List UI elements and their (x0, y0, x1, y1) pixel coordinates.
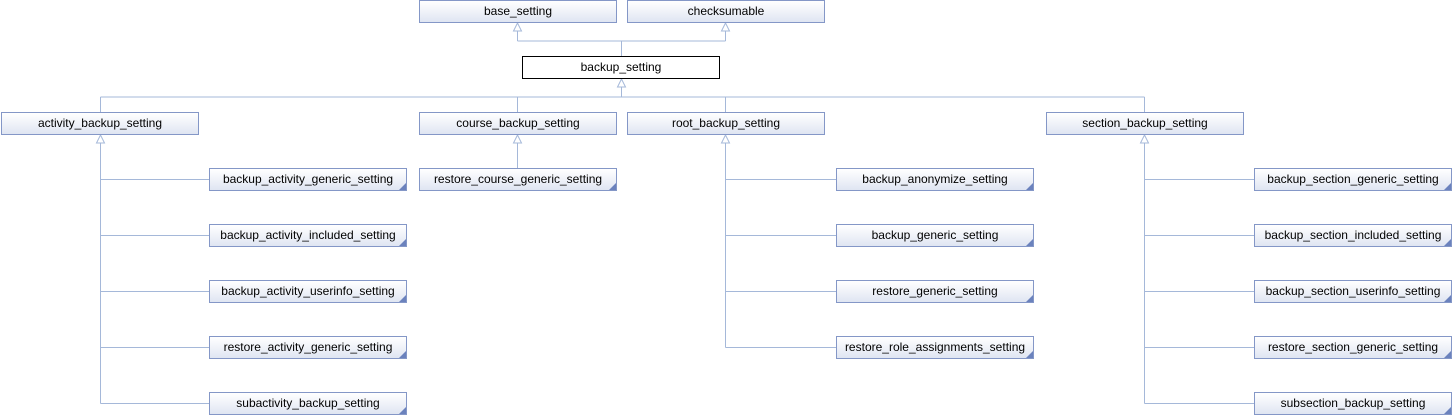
inherit-arrow (512, 133, 523, 144)
node-backup-generic-setting[interactable]: backup_generic_setting (836, 224, 1034, 247)
node-activity-backup-setting[interactable]: activity_backup_setting (1, 112, 199, 135)
node-root-backup-setting[interactable]: root_backup_setting (627, 112, 825, 135)
node-backup-anonymize-setting[interactable]: backup_anonymize_setting (836, 168, 1034, 191)
node-backup-section-included-setting[interactable]: backup_section_included_setting (1254, 224, 1452, 247)
node-checksumable[interactable]: checksumable (627, 0, 825, 23)
node-base-setting[interactable]: base_setting (419, 0, 617, 23)
node-restore-section-generic-setting[interactable]: restore_section_generic_setting (1254, 336, 1452, 359)
node-backup-activity-userinfo-setting[interactable]: backup_activity_userinfo_setting (209, 280, 407, 303)
node-restore-role-assignments-setting[interactable]: restore_role_assignments_setting (836, 336, 1034, 359)
node-restore-generic-setting[interactable]: restore_generic_setting (836, 280, 1034, 303)
node-backup-activity-generic-setting[interactable]: backup_activity_generic_setting (209, 168, 407, 191)
node-course-backup-setting[interactable]: course_backup_setting (419, 112, 617, 135)
inherit-arrow (720, 21, 731, 32)
inherit-arrow (1139, 133, 1150, 144)
node-backup-activity-included-setting[interactable]: backup_activity_included_setting (209, 224, 407, 247)
inherit-arrow (616, 77, 627, 88)
node-restore-course-generic-setting[interactable]: restore_course_generic_setting (419, 168, 617, 191)
node-backup-section-generic-setting[interactable]: backup_section_generic_setting (1254, 168, 1452, 191)
node-subactivity-backup-setting[interactable]: subactivity_backup_setting (209, 392, 407, 415)
inherit-arrow (95, 133, 106, 144)
node-restore-activity-generic-setting[interactable]: restore_activity_generic_setting (209, 336, 407, 359)
node-section-backup-setting[interactable]: section_backup_setting (1046, 112, 1244, 135)
node-backup-section-userinfo-setting[interactable]: backup_section_userinfo_setting (1254, 280, 1452, 303)
node-backup-setting: backup_setting (522, 56, 720, 79)
inherit-arrow (720, 133, 731, 144)
inherit-arrow (512, 21, 523, 32)
node-subsection-backup-setting[interactable]: subsection_backup_setting (1254, 392, 1452, 415)
